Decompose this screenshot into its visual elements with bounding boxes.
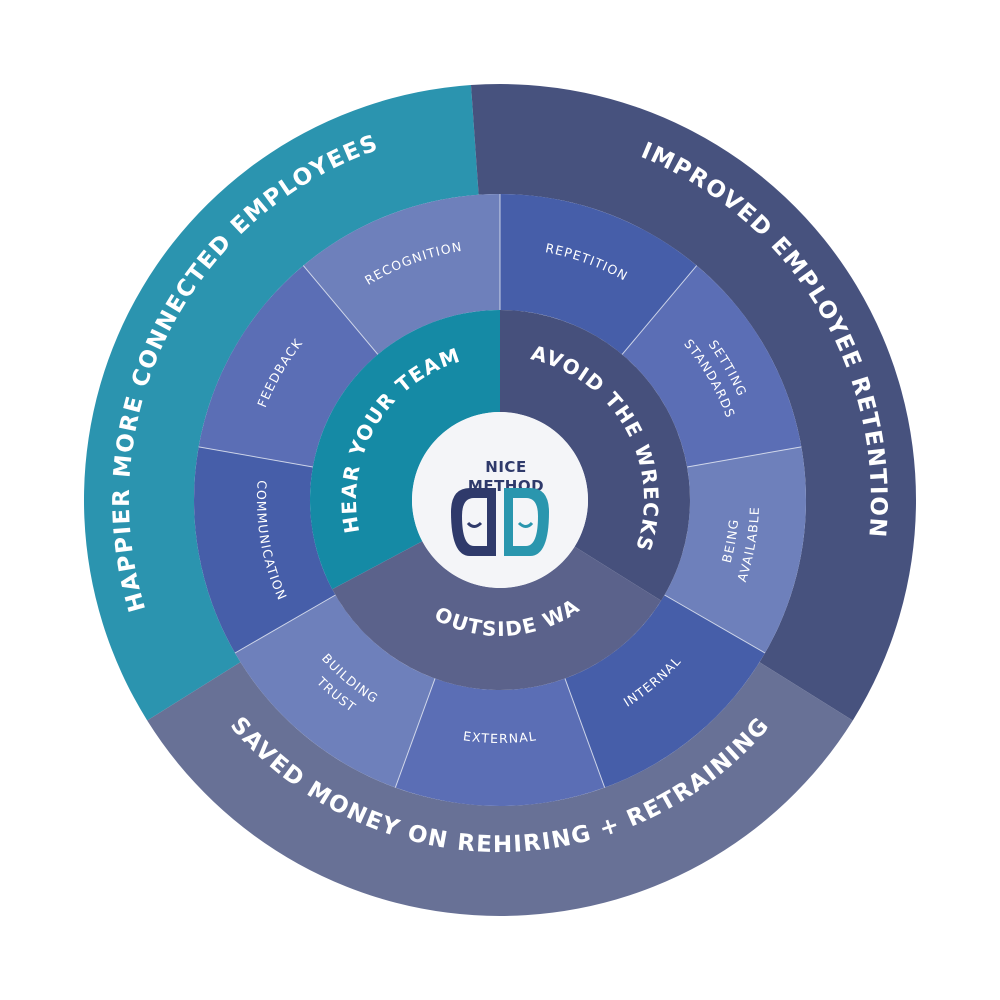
middle-divider (302, 265, 379, 355)
middle-divider (394, 678, 436, 788)
two-faces-logo-icon (451, 488, 549, 556)
inner-segment-avoid-the-wrecks (500, 310, 690, 601)
inner-segment-hear-your-team (309, 310, 500, 590)
middle-divider (621, 265, 698, 355)
center-title-line1: NICE (485, 458, 526, 476)
middle-segment-repetition (500, 194, 697, 355)
middle-segment-external (395, 678, 605, 807)
outer-segment-saved-money-on-rehiring-retraining (147, 662, 853, 917)
middle-segment-feedback (198, 265, 378, 468)
middle-divider (564, 678, 606, 788)
logo-left-face-inner (462, 498, 487, 546)
middle-divider (664, 594, 766, 654)
middle-segment-internal (564, 595, 765, 788)
inner-segment-life-outside-walls (332, 541, 662, 690)
logo-right-smile (517, 521, 534, 528)
outer-segment-happier-more-connected-employees (83, 85, 479, 721)
middle-segment-recognition (303, 194, 500, 355)
middle-label-external: EXTERNAL (462, 728, 538, 746)
outer-segment-improved-employee-retention (470, 83, 917, 721)
logo-right-face-inner (513, 498, 538, 546)
center-hub: NICE METHOD (412, 412, 588, 588)
center-circle (412, 412, 588, 588)
logo-left-smile (466, 521, 483, 528)
middle-divider (687, 446, 802, 468)
middle-divider (234, 594, 336, 654)
middle-segment-building-trust (235, 595, 436, 788)
middle-segment-communication (194, 446, 336, 653)
middle-segment-setting-standards (622, 265, 802, 468)
middle-segment-being-available (664, 446, 806, 653)
middle-divider (198, 446, 313, 468)
